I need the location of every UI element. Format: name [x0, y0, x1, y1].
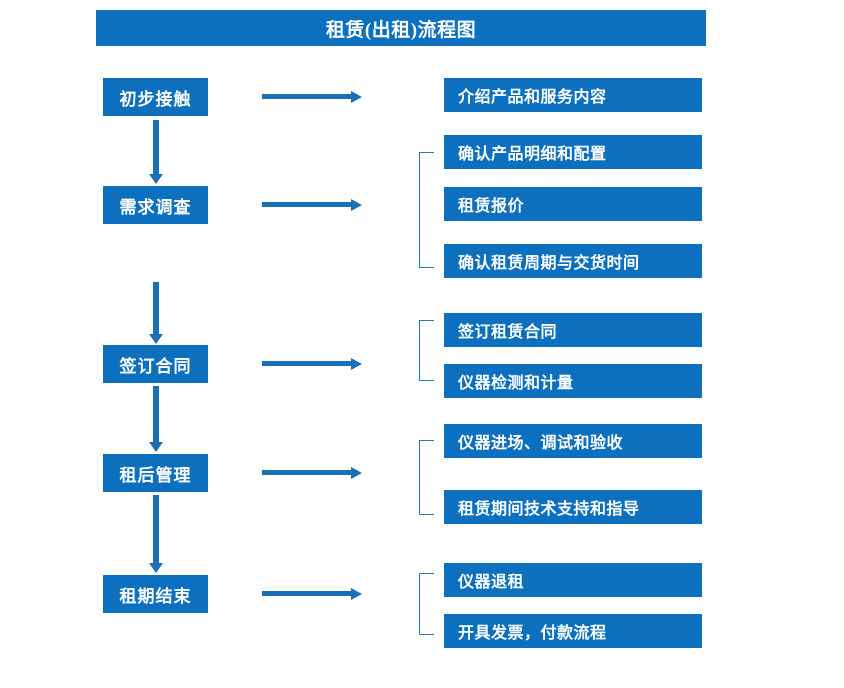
horizontal-arrow-sign-contract: [262, 358, 362, 370]
vertical-arrow-contract-to-management: [149, 386, 163, 452]
detail-box-instrument-inspection[interactable]: 仪器检测和计量: [444, 364, 702, 398]
detail-box-rental-quotation[interactable]: 租赁报价: [444, 187, 702, 221]
stage-box-demand-survey[interactable]: 需求调查: [103, 186, 208, 224]
detail-box-technical-support[interactable]: 租赁期间技术支持和指导: [444, 490, 702, 524]
detail-box-confirm-product-details[interactable]: 确认产品明细和配置: [444, 135, 702, 169]
detail-box-introduce-products[interactable]: 介绍产品和服务内容: [444, 78, 702, 112]
group-bracket-lease-end: [419, 573, 434, 635]
horizontal-arrow-lease-end: [262, 588, 362, 600]
detail-box-confirm-lease-period[interactable]: 确认租赁周期与交货时间: [444, 244, 702, 278]
vertical-arrow-survey-to-contract: [149, 282, 163, 344]
group-bracket-demand-survey: [419, 152, 434, 268]
stage-box-sign-contract[interactable]: 签订合同: [103, 345, 208, 383]
group-bracket-post-rental-management: [419, 440, 434, 515]
horizontal-arrow-demand-survey: [262, 199, 362, 211]
detail-box-invoice-payment[interactable]: 开具发票，付款流程: [444, 614, 702, 648]
stage-box-initial-contact[interactable]: 初步接触: [103, 78, 208, 116]
vertical-arrow-management-to-end: [149, 495, 163, 573]
vertical-arrow-contact-to-survey: [149, 120, 163, 184]
detail-box-instrument-installation[interactable]: 仪器进场、调试和验收: [444, 424, 702, 458]
group-bracket-sign-contract: [419, 320, 434, 381]
stage-box-lease-end[interactable]: 租期结束: [103, 575, 208, 613]
detail-box-instrument-return[interactable]: 仪器退租: [444, 563, 702, 597]
stage-box-post-rental-management[interactable]: 租后管理: [103, 454, 208, 492]
horizontal-arrow-initial-contact: [262, 91, 362, 103]
detail-box-sign-lease-agreement[interactable]: 签订租赁合同: [444, 313, 702, 347]
horizontal-arrow-post-rental-management: [262, 467, 362, 479]
flowchart-title: 租赁(出租)流程图: [96, 10, 706, 46]
